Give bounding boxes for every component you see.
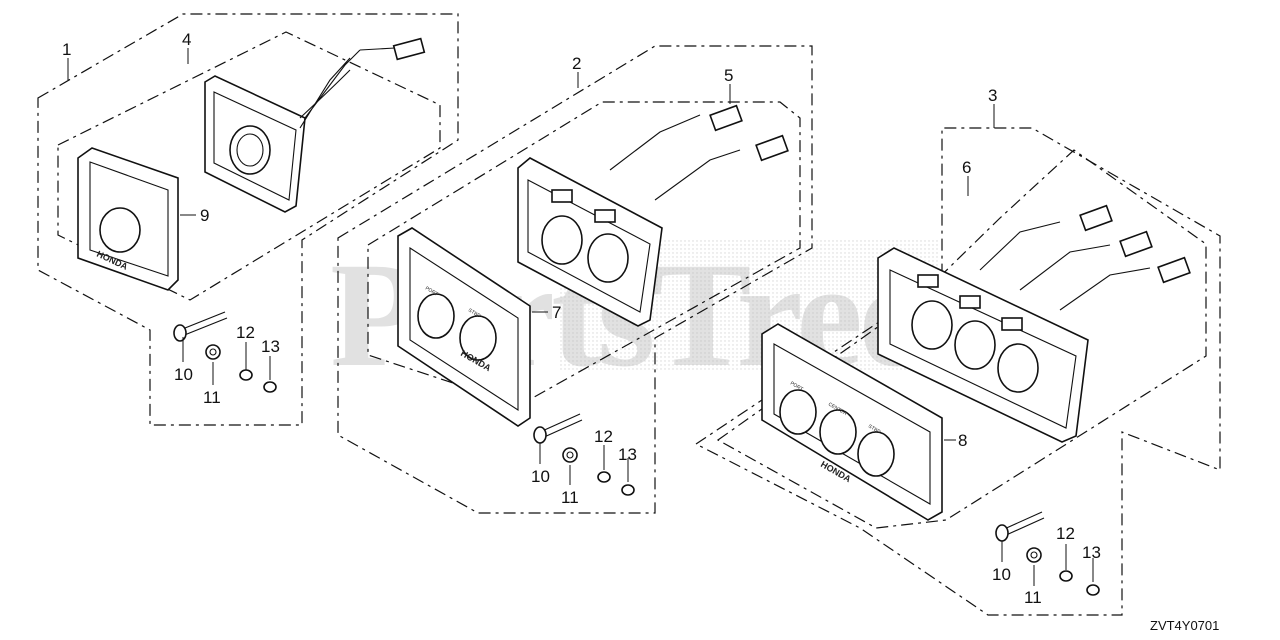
cover-triple[interactable]: PORT CENTER STBD HONDA [761, 323, 943, 521]
callout-13a: 13 [261, 337, 280, 356]
callout-11c: 11 [1024, 588, 1042, 607]
assembly-group-1: HONDA [37, 13, 459, 426]
callout-9: 9 [200, 206, 209, 225]
assembly-group-3: PORT CENTER STBD HONDA [694, 104, 1221, 616]
callout-4: 4 [182, 30, 191, 49]
cover-single[interactable]: HONDA [77, 147, 179, 291]
switch-plate-dual[interactable] [517, 104, 789, 327]
callout-13c: 13 [1082, 543, 1101, 562]
assembly-group-2: PORT STBD HONDA [337, 45, 813, 514]
hardware-set-1 [173, 311, 277, 393]
callout-12b: 12 [594, 427, 613, 446]
callout-labels: 1 4 9 10 11 12 13 2 5 7 10 11 12 13 3 6 … [62, 30, 1101, 607]
callout-8: 8 [958, 431, 967, 450]
callout-3: 3 [988, 86, 997, 105]
callout-10c: 10 [992, 565, 1011, 584]
callout-10b: 10 [531, 467, 550, 486]
callout-5: 5 [724, 66, 733, 85]
callout-12a: 12 [236, 323, 255, 342]
cover-dual[interactable]: PORT STBD HONDA [397, 227, 531, 427]
callout-10a: 10 [174, 365, 193, 384]
callout-11a: 11 [203, 388, 221, 407]
callout-6: 6 [962, 158, 971, 177]
callout-7: 7 [552, 303, 561, 322]
hardware-set-2 [533, 413, 635, 496]
switch-plate-triple[interactable] [877, 204, 1191, 443]
callout-11b: 11 [561, 488, 579, 507]
switch-plate-single[interactable] [204, 37, 426, 213]
callout-2: 2 [572, 54, 581, 73]
callout-13b: 13 [618, 445, 637, 464]
callout-12c: 12 [1056, 524, 1075, 543]
diagram-code: ZVT4Y0701 [1150, 618, 1219, 633]
callout-1: 1 [62, 40, 71, 59]
